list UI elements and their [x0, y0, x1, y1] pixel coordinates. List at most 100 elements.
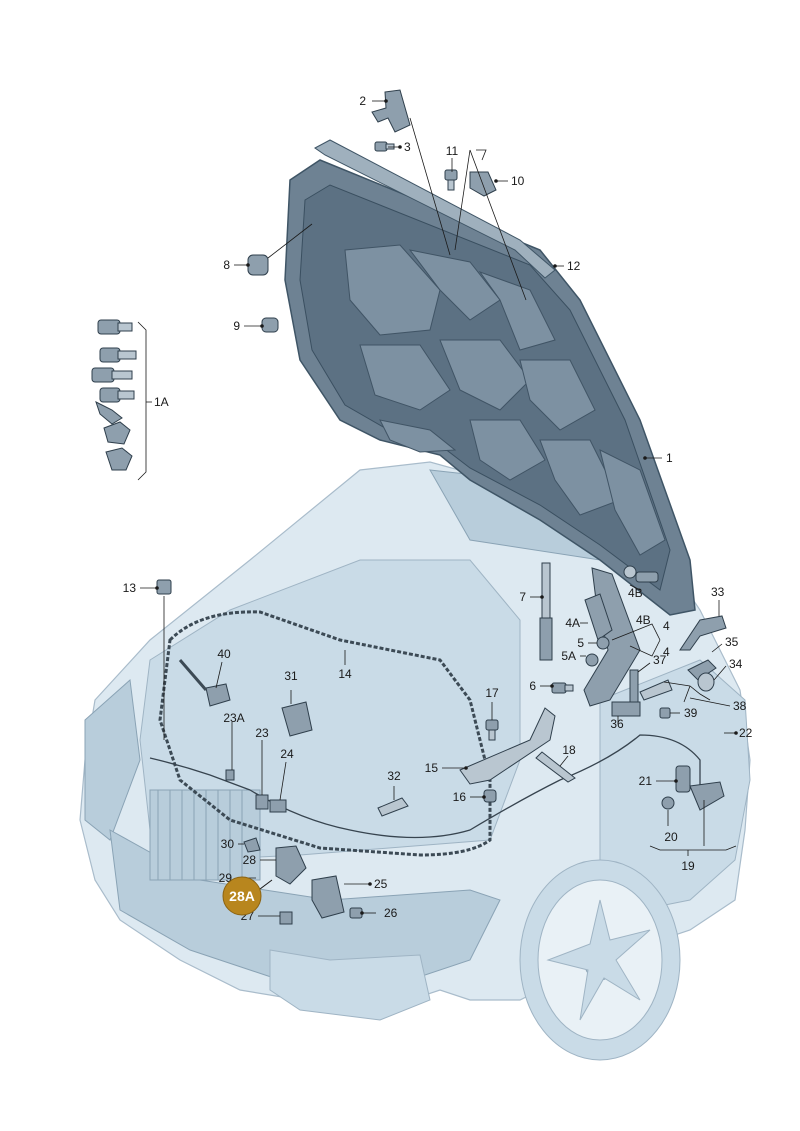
buffer-9: [261, 317, 279, 333]
label-14: 14: [338, 667, 352, 681]
car-body: [79, 461, 751, 1061]
screw-icon: [99, 347, 137, 363]
label-5: 5: [577, 636, 584, 650]
clip-icon: [95, 401, 123, 425]
label-16: 16: [453, 790, 467, 804]
label-28a: 28A: [229, 888, 255, 904]
label-23: 23: [255, 726, 269, 740]
label-28: 28: [243, 853, 257, 867]
label-7: 7: [519, 590, 526, 604]
handle-19: [689, 781, 725, 811]
label-35: 35: [725, 635, 739, 649]
label-8: 8: [223, 258, 230, 272]
label-15: 15: [425, 761, 439, 775]
trim-15: [459, 707, 556, 785]
clip-30: [243, 837, 261, 853]
gas-strut-7: [539, 562, 553, 661]
label-4-upper: 4: [663, 619, 670, 633]
clip-13: [156, 579, 172, 595]
hood-panel: [284, 139, 696, 616]
nut-5: [596, 636, 610, 650]
leader-lines: [140, 100, 737, 917]
label-40: 40: [217, 647, 231, 661]
label-36: 36: [610, 717, 624, 731]
part-labels: 2 3 11 10 12 8 9 1A 1 13 7 4B 33 4A 4B 4…: [123, 94, 753, 923]
sticker-32: [377, 797, 409, 817]
highlight-badge-28a[interactable]: 28A: [222, 876, 273, 916]
nut-5a: [585, 653, 599, 667]
label-4b-lower: 4B: [636, 613, 651, 627]
screw-39: [659, 707, 671, 719]
screw-icon: [97, 319, 133, 335]
label-4a: 4A: [565, 616, 580, 630]
label-29: 29: [219, 871, 233, 885]
clip-icon: [105, 447, 133, 471]
strut-37: [629, 669, 673, 713]
label-23a: 23A: [223, 711, 244, 725]
screw-20: [661, 796, 675, 810]
label-3: 3: [404, 140, 411, 154]
label-6: 6: [529, 679, 536, 693]
lock-28: [275, 845, 307, 885]
part-35: [687, 659, 717, 681]
buffer-8: [247, 254, 269, 276]
label-33: 33: [711, 585, 725, 599]
release-cable: [149, 734, 701, 839]
label-24: 24: [280, 747, 294, 761]
sensor-31: [281, 701, 313, 737]
label-13: 13: [123, 581, 137, 595]
label-30: 30: [221, 837, 235, 851]
label-2: 2: [359, 94, 366, 108]
seal-strip-18: [535, 751, 576, 783]
label-10: 10: [511, 174, 525, 188]
label-1a: 1A: [154, 395, 169, 409]
label-18: 18: [562, 743, 576, 757]
hood-hinge-2: [371, 89, 411, 133]
screw-icon: [99, 387, 135, 403]
front-wheel: [519, 859, 681, 1061]
fastener-set-1a: [91, 319, 152, 481]
label-21: 21: [639, 774, 653, 788]
label-17: 17: [485, 686, 499, 700]
label-4-lower: 4: [663, 645, 670, 659]
bracket-23: [255, 794, 269, 810]
label-19: 19: [681, 859, 695, 873]
label-31: 31: [284, 669, 298, 683]
label-12: 12: [567, 259, 581, 273]
hood-seal: [158, 610, 492, 857]
label-4b: 4B: [628, 586, 643, 600]
label-26: 26: [384, 906, 398, 920]
switch-40: [178, 659, 231, 707]
leader-dots: [155, 99, 738, 915]
bracket-36: [611, 701, 641, 717]
label-20: 20: [664, 830, 678, 844]
bolt-6: [551, 682, 574, 694]
part-27: [279, 911, 293, 925]
label-39: 39: [684, 706, 698, 720]
label-5a: 5A: [561, 649, 576, 663]
clip-icon: [103, 421, 131, 445]
label-37: 37: [653, 653, 667, 667]
cap-34: [697, 672, 715, 692]
label-32: 32: [387, 769, 401, 783]
label-38: 38: [733, 699, 747, 713]
lock-23a: [225, 769, 235, 781]
bolt-4b: [623, 565, 659, 583]
label-11: 11: [446, 144, 459, 158]
plug-16: [483, 789, 497, 803]
label-34: 34: [729, 657, 743, 671]
label-1: 1: [666, 451, 673, 465]
screw-icon: [91, 367, 133, 383]
clip-24: [269, 799, 287, 813]
lock-33: [679, 615, 727, 651]
bolt-3: [374, 141, 395, 152]
label-9: 9: [233, 319, 240, 333]
radiator: [149, 789, 261, 881]
bracket-25: [311, 875, 345, 919]
lever-21: [675, 765, 691, 793]
hinge-part-4a: [584, 593, 613, 641]
bolt-11: [444, 169, 458, 191]
label-25: 25: [374, 877, 388, 891]
label-22: 22: [739, 726, 753, 740]
